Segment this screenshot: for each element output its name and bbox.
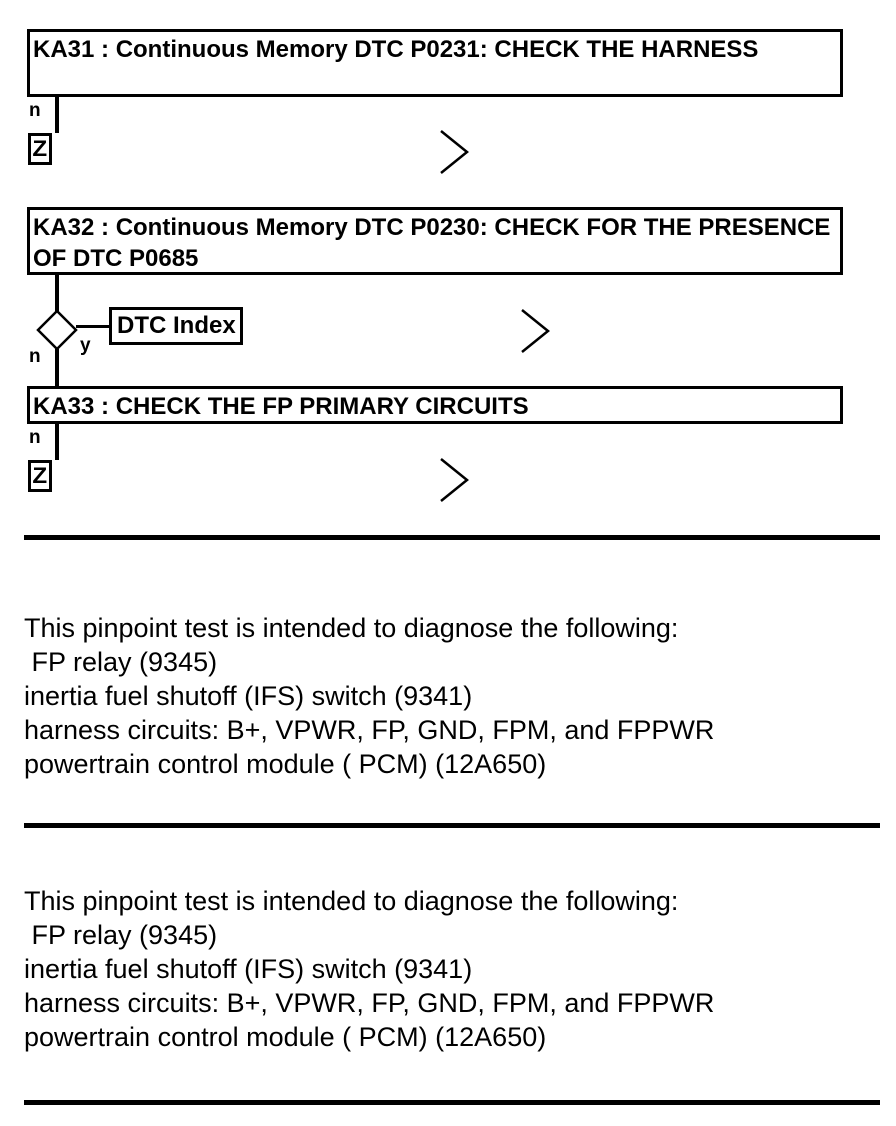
- step-end-marker-label: Z: [32, 136, 48, 161]
- step-end-marker-label: Z: [32, 463, 48, 488]
- description-item: powertrain control module ( PCM) (12A650…: [24, 749, 547, 779]
- dtc-index-link[interactable]: DTC Index: [109, 307, 243, 345]
- description-item: inertia fuel shutoff (IFS) switch (9341): [24, 681, 473, 711]
- section-divider: [24, 1100, 880, 1105]
- pinpoint-description: This pinpoint test is intended to diagno…: [24, 884, 714, 1054]
- description-item: inertia fuel shutoff (IFS) switch (9341): [24, 954, 473, 984]
- connector-line: [76, 325, 110, 328]
- description-intro: This pinpoint test is intended to diagno…: [24, 886, 679, 916]
- description-item: powertrain control module ( PCM) (12A650…: [24, 1022, 547, 1052]
- description-item: FP relay (9345): [24, 920, 218, 950]
- description-item: FP relay (9345): [24, 647, 218, 677]
- description-item: harness circuits: B+, VPWR, FP, GND, FPM…: [24, 715, 715, 745]
- no-branch-label: n: [29, 100, 41, 121]
- step-ka31-title[interactable]: KA31 : Continuous Memory DTC P0231: CHEC…: [27, 29, 843, 97]
- connector-line: [55, 424, 59, 460]
- connector-line: [55, 349, 59, 388]
- connector-line: [55, 97, 59, 133]
- decision-diamond-icon: [36, 309, 78, 351]
- section-divider: [24, 535, 880, 540]
- description-intro: This pinpoint test is intended to diagno…: [24, 613, 679, 643]
- no-branch-label: n: [29, 427, 41, 448]
- chevron-right-icon[interactable]: [438, 456, 472, 504]
- no-branch-label: n: [29, 346, 41, 367]
- step-end-marker[interactable]: Z: [28, 460, 52, 492]
- description-item: harness circuits: B+, VPWR, FP, GND, FPM…: [24, 988, 715, 1018]
- chevron-right-icon[interactable]: [519, 307, 553, 355]
- yes-branch-label: y: [80, 335, 91, 356]
- section-divider: [24, 823, 880, 828]
- connector-line: [55, 275, 59, 313]
- pinpoint-description: This pinpoint test is intended to diagno…: [24, 611, 714, 781]
- step-ka33-title[interactable]: KA33 : CHECK THE FP PRIMARY CIRCUITS: [27, 386, 843, 424]
- step-ka32-title[interactable]: KA32 : Continuous Memory DTC P0230: CHEC…: [27, 207, 843, 275]
- chevron-right-icon[interactable]: [438, 128, 472, 176]
- step-end-marker[interactable]: Z: [28, 133, 52, 165]
